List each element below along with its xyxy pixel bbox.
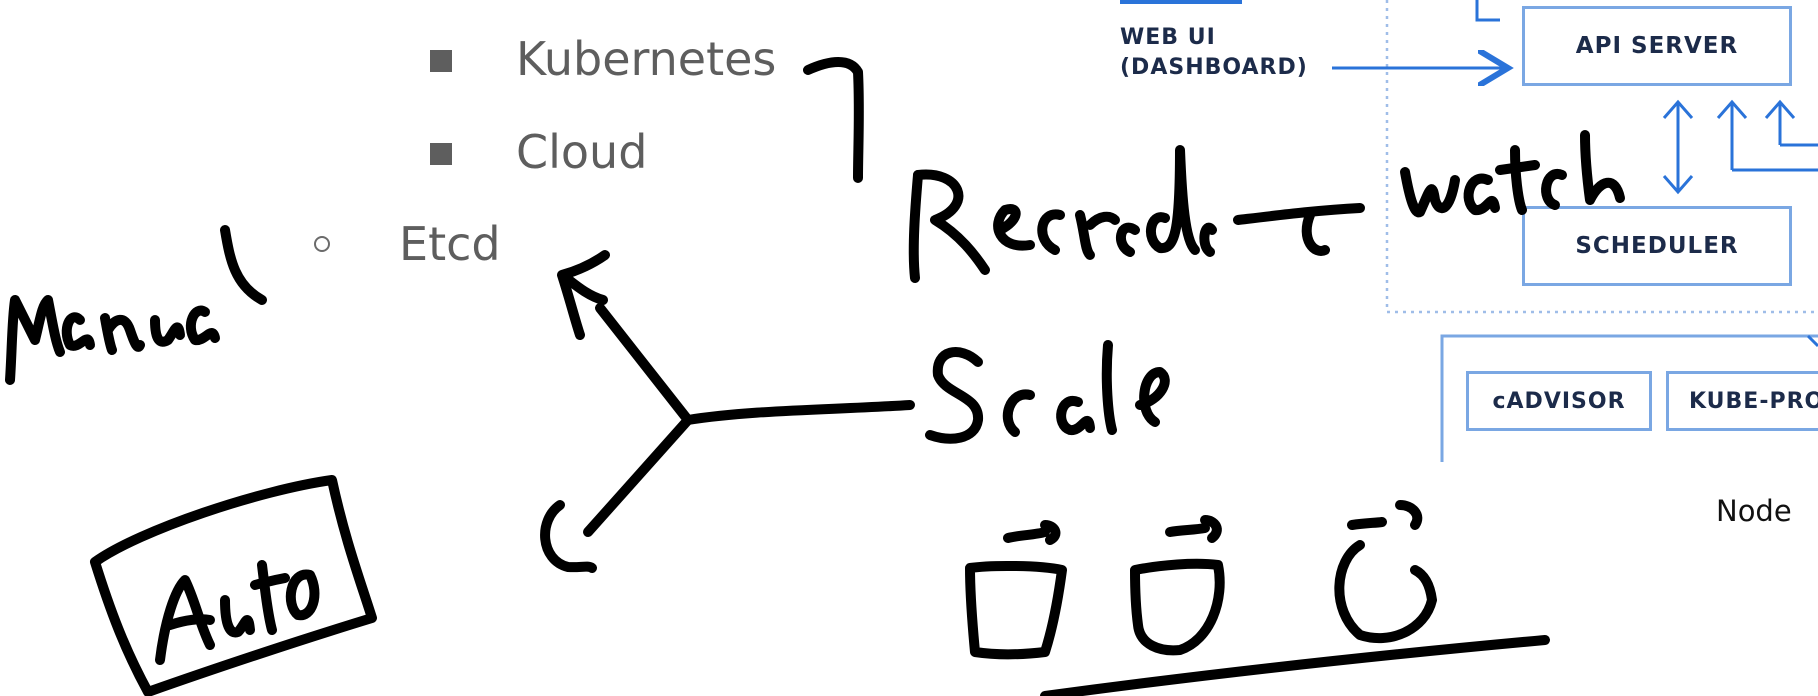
list-item-etcd: Etcd bbox=[399, 217, 501, 271]
baseline-stroke bbox=[1040, 635, 1550, 696]
auto-box bbox=[90, 475, 377, 696]
kube-proxy-box: KUBE-PRO bbox=[1666, 371, 1818, 431]
node-label: Node bbox=[1716, 494, 1792, 528]
branch-arrow-down bbox=[583, 415, 693, 537]
bullet-square bbox=[430, 50, 452, 72]
bracket-stroke bbox=[803, 57, 864, 183]
web-ui-label-line2: (DASHBOARD) bbox=[1120, 55, 1308, 80]
word-watch bbox=[1400, 167, 1460, 218]
list-item-kubernetes: Kubernetes bbox=[516, 32, 777, 86]
partial-box-edge bbox=[1120, 0, 1242, 4]
control-plane-boundary bbox=[1385, 0, 1818, 314]
list-item-cloud: Cloud bbox=[516, 125, 648, 179]
word-recreate bbox=[908, 170, 923, 283]
top-connector bbox=[1475, 0, 1500, 22]
scheduler-label: SCHEDULER bbox=[1575, 233, 1739, 259]
container-sketch bbox=[965, 560, 1067, 660]
web-ui-label-line1: WEB UI bbox=[1120, 25, 1216, 50]
word-manual bbox=[5, 295, 65, 385]
kube-proxy-label: KUBE-PRO bbox=[1689, 388, 1818, 414]
bullet-square bbox=[430, 143, 452, 165]
word-auto bbox=[155, 575, 215, 665]
cadvisor-box: cADVISOR bbox=[1466, 371, 1652, 431]
branch-arrow-up bbox=[595, 303, 693, 425]
bullet-circle bbox=[314, 236, 330, 252]
node-container-border bbox=[1440, 334, 1818, 462]
api-server-label: API SERVER bbox=[1575, 33, 1739, 59]
scheduler-box: SCHEDULER bbox=[1522, 206, 1792, 286]
word-scale bbox=[925, 347, 983, 444]
cadvisor-label: cADVISOR bbox=[1492, 388, 1626, 414]
api-server-box: API SERVER bbox=[1522, 6, 1792, 86]
branch-stroke bbox=[683, 400, 915, 425]
